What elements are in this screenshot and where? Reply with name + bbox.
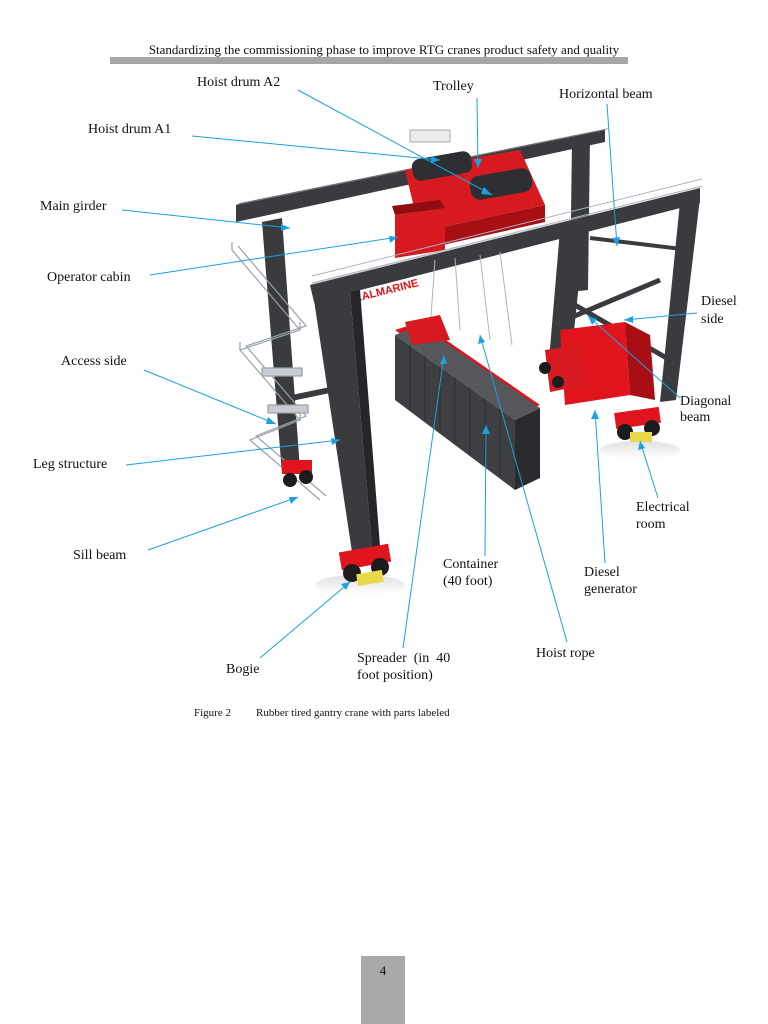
leader-diesel-side	[623, 312, 698, 321]
front-main-girder: KALMARINE	[310, 178, 706, 305]
leader-diesel-generator	[594, 409, 606, 564]
front-left-leg	[314, 290, 380, 552]
leader-hoist-drum-a1	[191, 135, 441, 161]
label-operator-cabin: Operator cabin	[47, 270, 131, 285]
header-rule	[110, 57, 628, 64]
access-stairs	[231, 242, 327, 501]
label-hoist-drum-a1: Hoist drum A1	[88, 122, 172, 137]
label-diesel-generator-line2: generator	[584, 582, 637, 597]
label-diesel-side-line1: Diesel	[701, 294, 737, 309]
leader-electrical-room	[639, 440, 659, 499]
trolley-assembly	[392, 129, 545, 258]
diesel-generator-block	[545, 322, 655, 405]
bogie-front-left	[338, 543, 392, 587]
bogie-rear-left	[282, 460, 313, 487]
label-leg-structure: Leg structure	[33, 457, 108, 472]
leader-sill-beam	[147, 496, 299, 551]
label-sill-beam: Sill beam	[73, 548, 127, 563]
container-and-spreader	[395, 315, 540, 490]
diagonal-beam-shape	[564, 277, 661, 323]
bogie-right	[539, 362, 661, 442]
leader-trolley	[476, 97, 479, 169]
label-horizontal-beam: Horizontal beam	[559, 87, 653, 102]
label-bogie: Bogie	[226, 662, 260, 677]
leader-access-side	[143, 369, 277, 425]
label-main-girder: Main girder	[40, 199, 107, 214]
leader-leg-structure	[125, 439, 341, 466]
label-diesel-side-line2: side	[701, 312, 724, 327]
ground-shadow-right	[600, 441, 680, 459]
label-container-line2: (40 foot)	[443, 574, 493, 589]
figure-caption: Rubber tired gantry crane with parts lab…	[256, 707, 450, 719]
label-spreader-line2: foot position)	[357, 668, 433, 683]
page-number-box	[361, 956, 405, 1024]
leader-spreader	[402, 354, 445, 649]
label-spreader-line1: Spreader (in 40	[357, 651, 451, 666]
label-electrical-room-line1: Electrical	[636, 500, 690, 515]
leader-bogie	[259, 581, 351, 659]
label-trolley: Trolley	[433, 79, 474, 94]
page-number: 4	[379, 963, 387, 978]
label-diagonal-beam-line2: beam	[680, 410, 711, 425]
label-electrical-room-line2: room	[636, 517, 666, 532]
label-access-side: Access side	[61, 354, 127, 369]
leader-horizontal-beam	[606, 103, 618, 247]
operator-cabin-shape	[395, 208, 445, 258]
leader-arrowheads	[266, 156, 645, 590]
leader-diagonal-beam	[587, 315, 681, 399]
label-hoist-rope: Hoist rope	[536, 646, 595, 661]
figure-number: Figure 2	[194, 707, 231, 719]
leader-hoist-drum-a2	[297, 89, 493, 196]
leader-operator-cabin	[149, 236, 399, 276]
page-header-title: Standardizing the commissioning phase to…	[148, 42, 620, 57]
leader-main-girder	[121, 209, 291, 229]
label-hoist-drum-a2: Hoist drum A2	[197, 75, 281, 90]
label-diesel-generator-line1: Diesel	[584, 565, 620, 580]
leader-container	[484, 424, 487, 557]
leader-hoist-rope	[479, 334, 568, 643]
leader-lines	[121, 89, 698, 659]
label-diagonal-beam-line1: Diagonal	[680, 394, 732, 409]
label-container-line1: Container	[443, 557, 499, 572]
